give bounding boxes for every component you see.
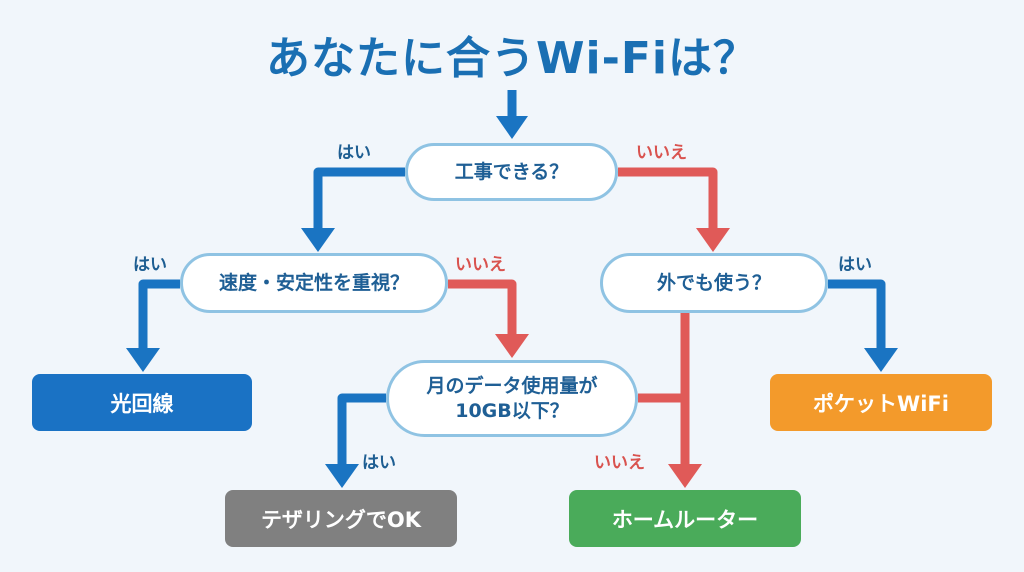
question-outdoor-use: 外でも使う？ [600, 253, 828, 313]
result-home-router: ホームルーター [569, 490, 801, 547]
q1-no-arrow [618, 167, 730, 252]
question-data-usage-line2: 10GB以下？ [455, 399, 569, 422]
result-hikari-text: 光回線 [110, 391, 174, 416]
q3-no-arrow [668, 313, 702, 488]
question-construction: 工事できる？ [405, 143, 618, 201]
result-tethering: テザリングでOK [225, 490, 457, 547]
q3-yes-arrow [828, 279, 898, 372]
result-hikari: 光回線 [32, 374, 252, 431]
question-data-usage-line1: 月のデータ使用量が [426, 374, 598, 397]
result-pocket-wifi-text: ポケットWiFi [813, 391, 949, 416]
q1-no-label: いいえ [636, 143, 687, 163]
result-pocket-wifi: ポケットWiFi [770, 374, 992, 431]
q2-no-arrow [448, 279, 529, 358]
q2-yes-arrow [126, 279, 180, 372]
result-home-router-text: ホームルーター [611, 507, 759, 532]
q2-yes-label: はい [133, 255, 167, 275]
question-speed-stability-text: 速度・安定性を重視？ [218, 271, 409, 294]
q1-yes-label: はい [337, 143, 371, 163]
result-tethering-text: テザリングでOK [260, 507, 422, 532]
page-title: あなたに合うWi-Fiは？ [265, 33, 758, 84]
question-data-usage: 月のデータ使用量が 10GB以下？ [386, 360, 638, 437]
q4-yes-arrow [325, 393, 386, 488]
q4-yes-label: はい [362, 453, 396, 473]
question-outdoor-use-text: 外でも使う？ [656, 271, 771, 294]
q4-no-label: いいえ [594, 453, 645, 473]
q1-yes-arrow [301, 167, 405, 252]
question-speed-stability: 速度・安定性を重視？ [180, 253, 448, 313]
start-arrow [496, 90, 528, 139]
q3-yes-label: はい [838, 255, 872, 275]
q2-no-label: いいえ [455, 255, 506, 275]
question-construction-text: 工事できる？ [454, 160, 569, 183]
